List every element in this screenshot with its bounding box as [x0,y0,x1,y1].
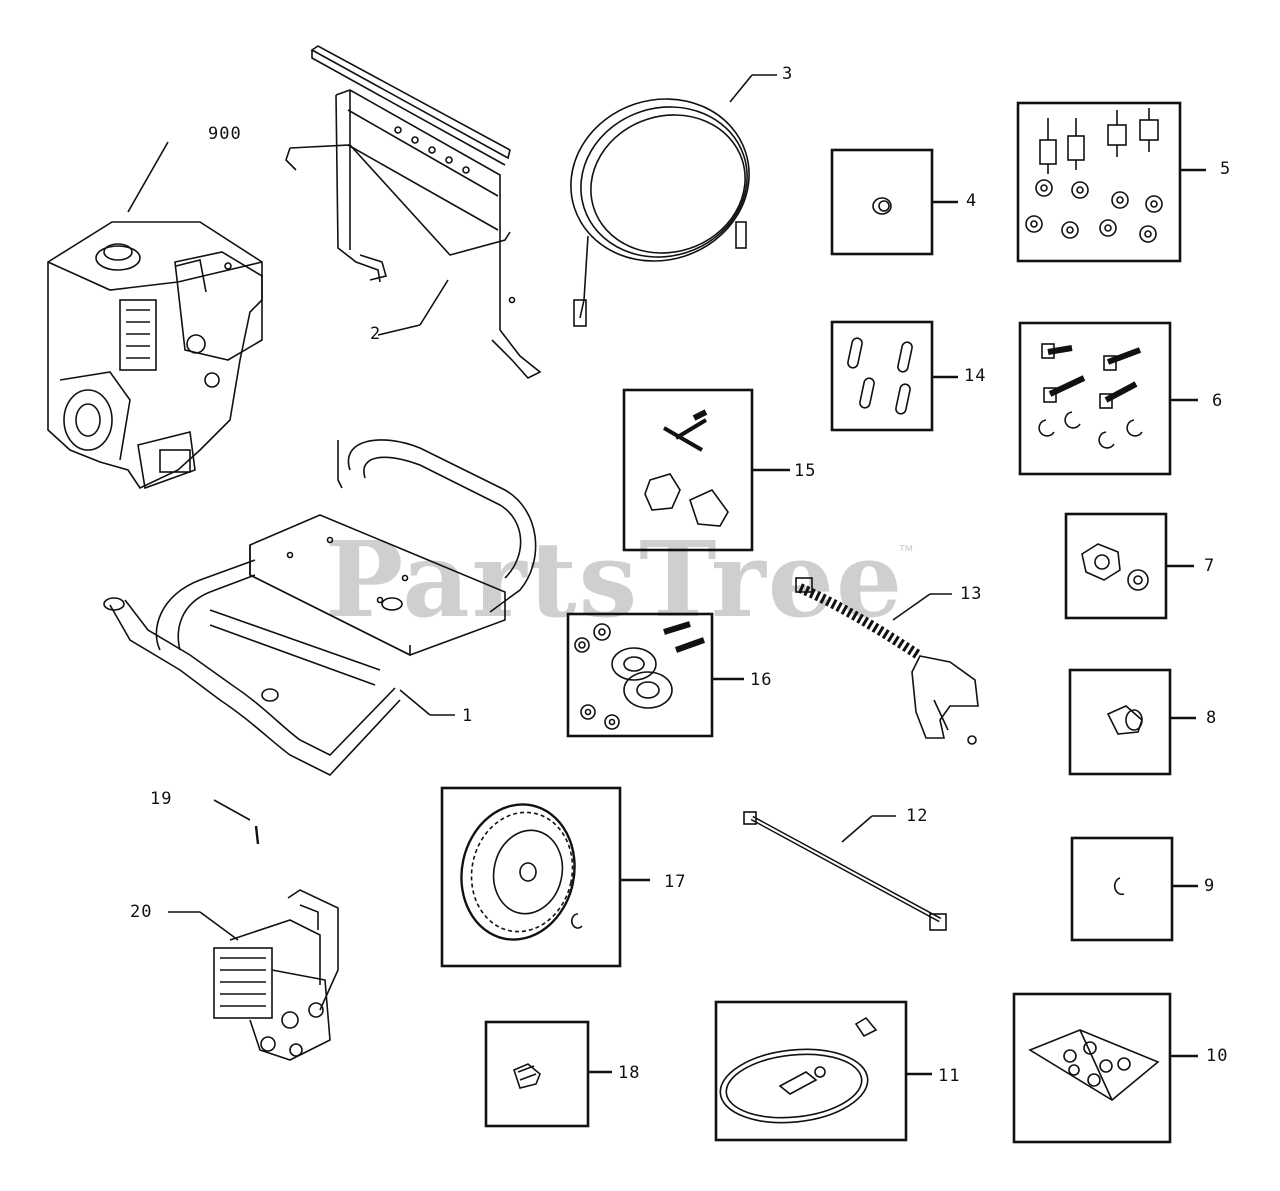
box-part-6 [1018,321,1198,476]
callout-7: 7 [1204,556,1216,576]
callout-10: 10 [1206,1046,1229,1066]
box-part-15 [622,388,790,552]
callout-8: 8 [1206,708,1218,728]
box-part-8 [1068,668,1196,776]
callout-16: 16 [750,670,773,690]
box-part-7 [1064,512,1194,620]
pin-part-19 [213,799,260,845]
callout-15: 15 [794,461,817,481]
lance-part-12 [743,811,947,931]
callout-12: 12 [906,806,929,826]
callout-5: 5 [1220,159,1232,179]
callout-19: 19 [150,789,173,809]
callout-20: 20 [130,902,153,922]
box-part-9 [1070,836,1198,942]
pump-part-20 [168,889,339,1061]
watermark-trademark: ™ [898,543,914,560]
hose-part-3 [570,74,777,327]
callout-14: 14 [964,366,987,386]
box-part-11 [714,1000,932,1142]
callout-2: 2 [370,324,382,344]
spray-gun-part-13 [795,577,979,745]
box-part-4 [830,148,958,256]
callout-11: 11 [938,1066,961,1086]
callout-17: 17 [664,872,687,892]
callout-4: 4 [966,191,978,211]
box-part-17 [440,786,650,968]
frame-part-1 [103,439,537,776]
callout-3: 3 [782,64,794,84]
box-part-5 [1016,101,1206,263]
box-part-10 [1012,992,1198,1144]
box-part-14 [830,320,958,432]
callout-18: 18 [618,1063,641,1083]
callout-6: 6 [1212,391,1224,411]
handle-part-2 [285,45,542,379]
callout-1: 1 [462,706,474,726]
callout-9: 9 [1204,876,1216,896]
engine-part-900 [47,141,263,490]
callout-900: 900 [208,124,242,144]
box-part-18 [484,1020,612,1128]
callout-13: 13 [960,584,983,604]
box-part-16 [566,612,744,738]
